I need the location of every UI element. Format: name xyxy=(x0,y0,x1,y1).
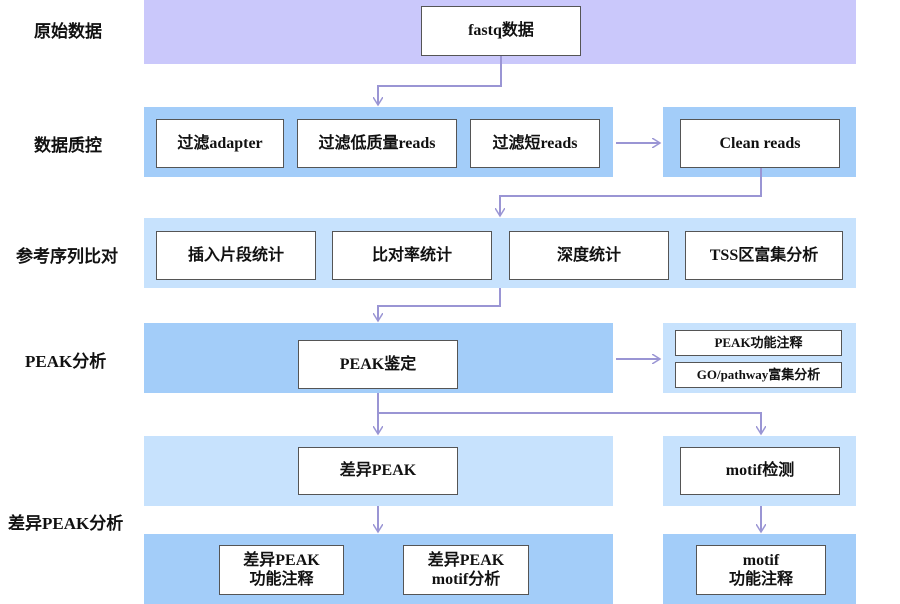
box-diff-peak-label: 差异PEAK xyxy=(339,462,417,480)
box-alignment-rate-stats-label: 比对率统计 xyxy=(371,246,452,264)
box-motif-functional-annotation: motif 功能注释 xyxy=(696,545,826,595)
box-filter-short: 过滤短reads xyxy=(470,119,600,168)
stage-label-peak-analysis: PEAK分析 xyxy=(25,351,107,371)
box-peak-annotation-label: PEAK功能注释 xyxy=(714,335,803,351)
box-diff-peak: 差异PEAK xyxy=(298,447,458,495)
box-motif-detection-label: motif检测 xyxy=(725,462,795,480)
box-diff-peak-functional-annotation-line2: 功能注释 xyxy=(249,571,314,588)
box-diff-peak-motif-analysis-line1: 差异PEAK xyxy=(427,551,505,569)
box-tss-enrichment-label: TSS区富集分析 xyxy=(709,246,819,264)
box-filter-adapter: 过滤adapter xyxy=(156,119,284,168)
box-tss-enrichment: TSS区富集分析 xyxy=(685,231,843,280)
stage-label-raw-data: 原始数据 xyxy=(34,21,102,41)
box-peak-identification-label: PEAK鉴定 xyxy=(339,355,417,373)
box-diff-peak-motif-analysis-line2: motif分析 xyxy=(431,571,501,588)
box-alignment-rate-stats: 比对率统计 xyxy=(332,231,492,280)
box-filter-adapter-label: 过滤adapter xyxy=(177,134,263,152)
box-filter-low-quality: 过滤低质量reads xyxy=(297,119,457,168)
stage-label-reference-alignment: 参考序列比对 xyxy=(16,246,118,266)
box-motif-functional-annotation-line1: motif xyxy=(742,551,780,569)
arrow-alignment-to-peak xyxy=(378,288,501,321)
box-diff-peak-functional-annotation-line1: 差异PEAK xyxy=(243,551,320,569)
band-diff-analysis xyxy=(144,534,613,604)
box-fastq-data: fastq数据 xyxy=(421,6,581,56)
box-filter-short-label: 过滤短reads xyxy=(492,134,578,152)
box-fastq-data-label: fastq数据 xyxy=(468,22,534,40)
box-diff-peak-functional-annotation: 差异PEAK 功能注释 xyxy=(219,545,344,595)
box-go-pathway-enrichment: GO/pathway富集分析 xyxy=(675,362,842,388)
stage-label-diff-peak-analysis: 差异PEAK分析 xyxy=(8,513,124,533)
box-clean-reads: Clean reads xyxy=(680,119,840,168)
box-diff-peak-motif-analysis: 差异PEAK motif分析 xyxy=(403,545,529,595)
box-filter-low-quality-label: 过滤低质量reads xyxy=(318,134,436,152)
box-depth-stats: 深度统计 xyxy=(509,231,669,280)
box-depth-stats-label: 深度统计 xyxy=(556,246,621,264)
box-go-pathway-enrichment-label: GO/pathway富集分析 xyxy=(696,367,821,383)
box-insert-size-stats: 插入片段统计 xyxy=(156,231,316,280)
box-peak-identification: PEAK鉴定 xyxy=(298,340,458,389)
box-motif-detection: motif检测 xyxy=(680,447,840,495)
stage-label-quality-control: 数据质控 xyxy=(34,135,102,155)
box-clean-reads-label: Clean reads xyxy=(719,134,801,152)
box-insert-size-stats-label: 插入片段统计 xyxy=(187,246,284,264)
box-peak-annotation: PEAK功能注释 xyxy=(675,330,842,356)
arrow-peak-to-motif xyxy=(378,412,761,434)
box-motif-functional-annotation-line2: 功能注释 xyxy=(728,571,793,588)
